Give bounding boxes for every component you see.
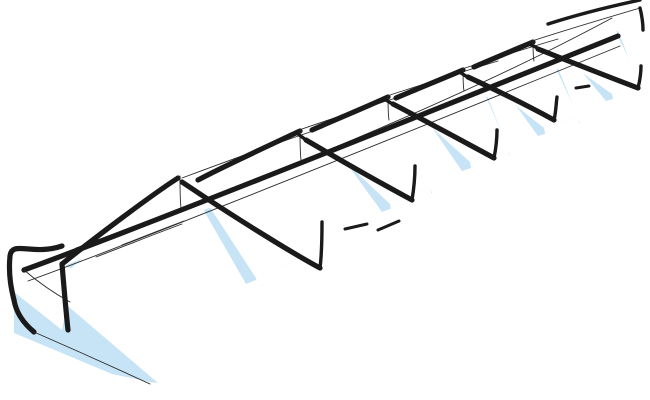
branch-3-spine-joint (387, 94, 390, 121)
branch-2-apex (296, 132, 310, 144)
spine-far-edge-stub (95, 223, 183, 258)
ellipsis-dash-2 (376, 219, 401, 232)
branch-4-left-edge (393, 67, 466, 101)
end-return-outer-edge (6, 243, 65, 303)
branch-1-right-edge (197, 191, 323, 271)
branch-1-right-tip-edge (318, 220, 324, 270)
branch-4-arm-near-face (544, 116, 580, 139)
spine-main-edge (21, 33, 621, 273)
branch-3-left-edge (309, 94, 391, 133)
branch-5-left-edge (471, 39, 536, 70)
branch-2-arm-top-face (322, 114, 430, 204)
end-return-top-face (8, 243, 70, 300)
branch-4-top-face (388, 70, 480, 103)
branch-5-back-wall-right (638, 6, 645, 32)
branch-3-arm-near-face (470, 148, 510, 173)
branch-5-back-wall-top (546, 0, 642, 26)
branch-4-arm-top-face (480, 56, 578, 128)
branch-2-right-edge (303, 137, 415, 203)
branch-5-tip-edge (636, 64, 643, 90)
branch-5-apex (529, 43, 541, 51)
branch-2-left-edge (195, 128, 303, 183)
branch-3-right-edge (390, 101, 497, 161)
branch-2-spine-joint (299, 128, 302, 161)
branch-5-top-far-edge (534, 7, 641, 41)
branch-1-near-face (62, 276, 96, 318)
branch-3-tip-edge (492, 128, 499, 160)
branch-5-spine-joint (532, 39, 535, 62)
branch-4-spine-joint (462, 67, 465, 92)
branch-1-left-edge-down (59, 261, 71, 333)
ink-layer (6, 0, 645, 385)
branch-2-tip-edge (410, 164, 417, 202)
branch-4-right-edge (465, 74, 557, 123)
branch-1-left-face-bottom (33, 331, 151, 385)
branch-5-arm-top-face (549, 29, 642, 94)
branch-5-top-face (463, 42, 549, 76)
branch-1-right-top-face (200, 155, 322, 278)
branch-5-right-edge (535, 46, 641, 91)
branch-3-top-face (302, 97, 406, 138)
wall-faces-layer (8, 18, 644, 330)
end-return-bottom-edge (11, 297, 37, 335)
branch-1-left-edge (59, 175, 181, 267)
branch-1-top-face (62, 180, 200, 292)
branch-4-apex (459, 71, 471, 80)
branch-1-spine-joint (179, 175, 182, 209)
branch-3-apex (384, 98, 396, 107)
ellipsis-dash-1 (343, 222, 369, 231)
branch-4-tip-edge (552, 95, 559, 122)
branch-2-top-face (178, 131, 322, 190)
ellipsis-dash-3 (574, 84, 591, 90)
